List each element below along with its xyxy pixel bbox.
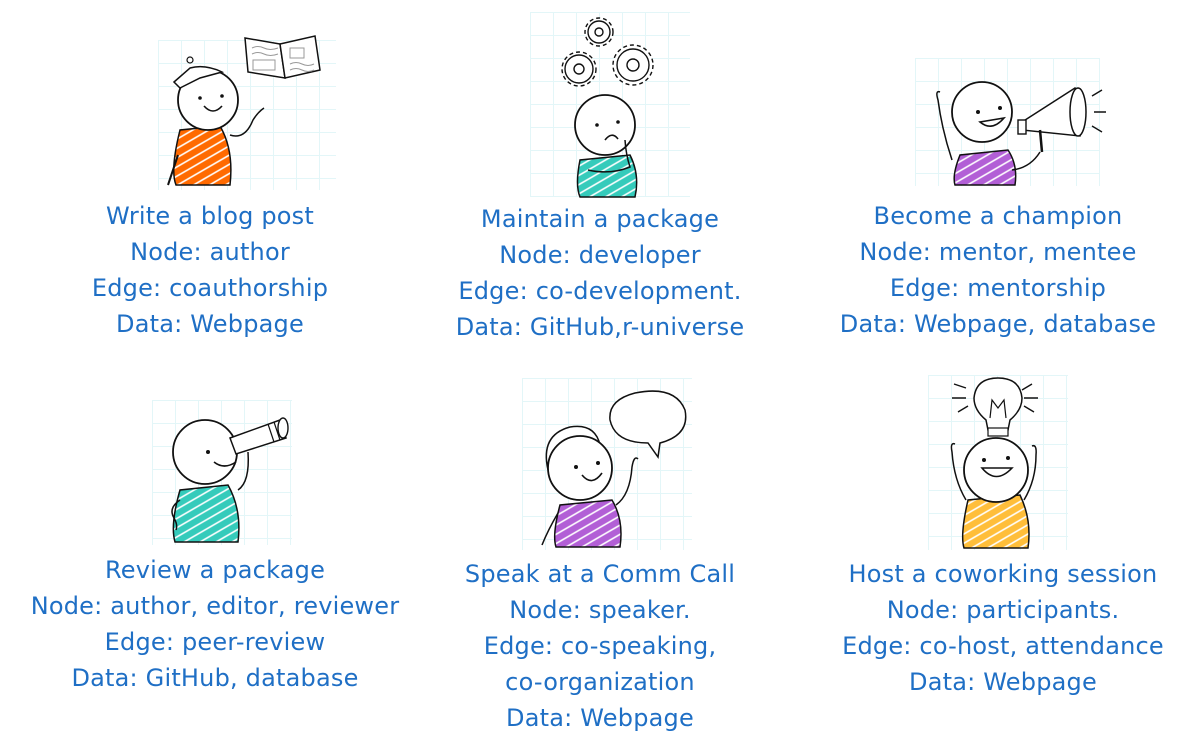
card-title: Speak at a Comm Call	[464, 560, 736, 588]
card-edge: Edge: mentorship	[889, 274, 1107, 302]
card-data: Data: Webpage	[116, 310, 304, 338]
card-edge: Edge: co-host, attendance	[842, 632, 1164, 660]
card-node: Node: author, editor, reviewer	[30, 592, 400, 620]
card-title: Review a package	[104, 556, 326, 584]
card-caption: Become a champion Node: mentor, mentee E…	[800, 198, 1196, 342]
card-data: Data: Webpage	[506, 704, 694, 732]
card-caption: Maintain a package Node: developer Edge:…	[420, 201, 780, 345]
person-with-speech-bubble-icon	[541, 390, 687, 548]
card-edge: Edge: peer-review	[104, 628, 326, 656]
card-caption: Review a package Node: author, editor, r…	[0, 552, 430, 696]
card-title: Become a champion	[873, 202, 1123, 230]
card-caption: Write a blog post Node: author Edge: coa…	[60, 198, 360, 342]
card-edge-continued: co-organization	[505, 668, 695, 696]
card-node: Node: developer	[499, 241, 701, 269]
person-with-lightbulb-icon	[950, 377, 1038, 549]
card-data: Data: GitHub,r-universe	[455, 313, 745, 341]
card-edge: Edge: co-speaking,	[483, 632, 717, 660]
person-with-telescope-icon	[171, 417, 289, 543]
person-thinking-with-gears-icon	[561, 17, 654, 198]
card-node: Node: mentor, mentee	[859, 238, 1137, 266]
card-node: Node: author	[130, 238, 290, 266]
card-caption: Speak at a Comm Call Node: speaker. Edge…	[430, 556, 770, 736]
card-caption: Host a coworking session Node: participa…	[810, 556, 1196, 700]
card-title: Write a blog post	[105, 202, 314, 230]
card-node: Node: participants.	[886, 596, 1120, 624]
card-title: Maintain a package	[480, 205, 720, 233]
card-node: Node: speaker.	[509, 596, 691, 624]
card-title: Host a coworking session	[848, 560, 1158, 588]
card-data: Data: GitHub, database	[71, 664, 359, 692]
card-edge: Edge: co-development.	[458, 277, 742, 305]
person-with-megaphone-icon	[936, 81, 1106, 186]
card-edge: Edge: coauthorship	[91, 274, 329, 302]
card-data: Data: Webpage, database	[839, 310, 1157, 338]
card-data: Data: Webpage	[909, 668, 1097, 696]
person-with-open-book-icon	[167, 35, 321, 186]
